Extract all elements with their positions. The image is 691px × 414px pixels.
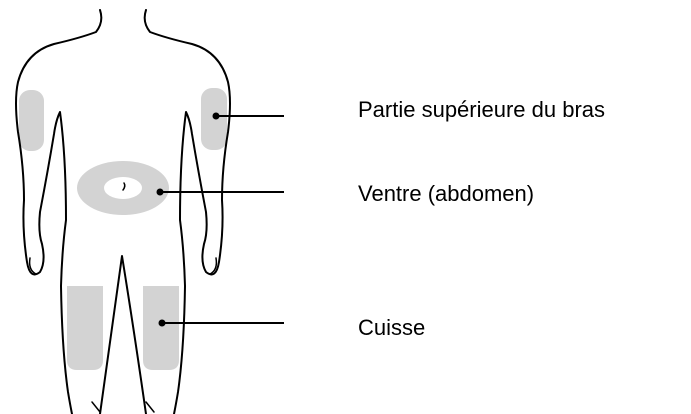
injection-zone-right-thigh — [143, 286, 179, 370]
left-knee-mark — [92, 402, 100, 412]
label-abdomen: Ventre (abdomen) — [358, 183, 534, 205]
right-knee-mark — [146, 402, 154, 412]
injection-zone-left-thigh — [67, 286, 103, 370]
leader-dot-abdomen — [157, 189, 164, 196]
navel-clear-area — [104, 177, 142, 199]
leader-dot-thigh — [159, 320, 166, 327]
inner-legs — [100, 256, 146, 414]
injection-zone-right-arm — [201, 88, 227, 150]
label-thigh: Cuisse — [358, 317, 425, 339]
label-upper-arm: Partie supérieure du bras — [358, 99, 605, 121]
injection-zone-left-arm — [19, 90, 44, 151]
leader-dot-arm — [213, 113, 220, 120]
